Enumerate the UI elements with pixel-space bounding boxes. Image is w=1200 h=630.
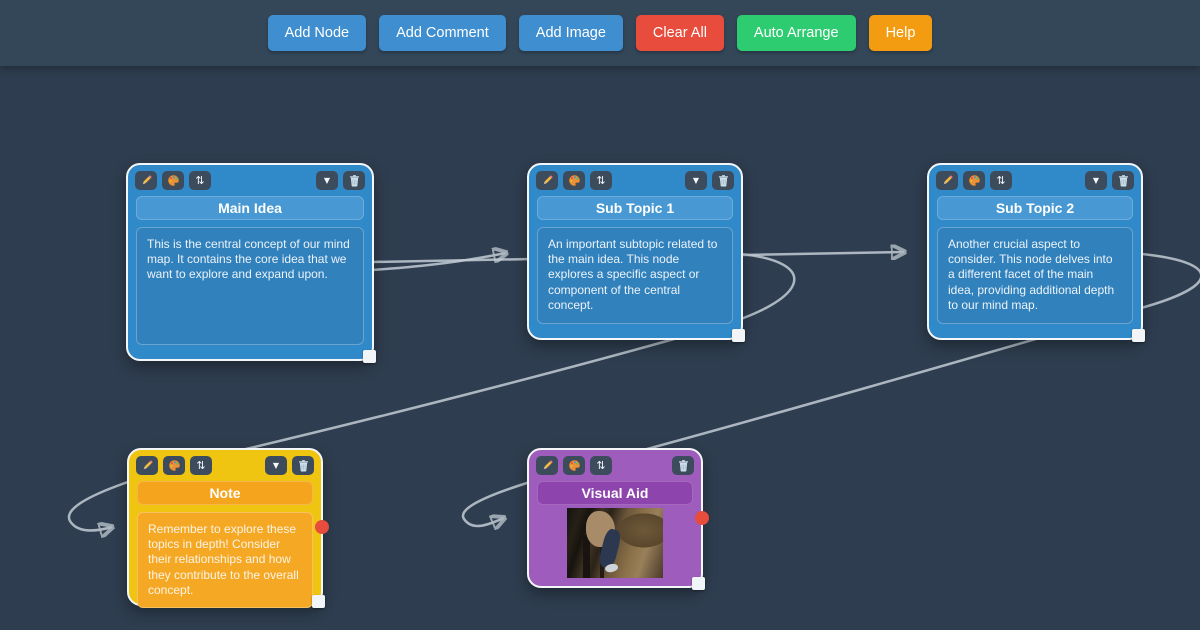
node-title[interactable]: Note — [137, 481, 313, 505]
edit-pencil-icon[interactable] — [135, 171, 157, 190]
add-comment-button[interactable]: Add Comment — [379, 15, 506, 51]
connection-main-to-sub1 — [371, 253, 506, 272]
node-sub-topic-1[interactable]: ⇅ ▼ Sub Topic 1 An important subtopic re… — [527, 163, 745, 342]
node-body-text[interactable]: An important subtopic related to the mai… — [537, 227, 733, 324]
connection-handle[interactable] — [315, 520, 329, 534]
connection-sub1-to-note — [67, 252, 796, 530]
connect-icon[interactable]: ⇅ — [189, 171, 211, 190]
photo-detail — [604, 562, 620, 574]
node-body-text[interactable]: Another crucial aspect to consider. This… — [937, 227, 1133, 324]
add-image-button[interactable]: Add Image — [518, 15, 623, 51]
node-title[interactable]: Visual Aid — [537, 481, 693, 505]
resize-handle[interactable] — [1132, 329, 1145, 342]
connection-sub2-to-visual-aid — [461, 252, 1200, 526]
edit-pencil-icon[interactable] — [136, 456, 158, 475]
delete-trash-icon[interactable] — [712, 171, 734, 190]
help-button[interactable]: Help — [868, 15, 933, 51]
node-toolbar: ⇅ — [529, 450, 701, 479]
node-toolbar: ⇅ ▼ — [128, 165, 372, 194]
edit-pencil-icon[interactable] — [936, 171, 958, 190]
add-node-button[interactable]: Add Node — [267, 15, 367, 51]
node-toolbar: ⇅ ▼ — [529, 165, 741, 194]
resize-handle[interactable] — [732, 329, 745, 342]
node-title[interactable]: Sub Topic 1 — [537, 196, 733, 220]
delete-trash-icon[interactable] — [1112, 171, 1134, 190]
node-visual-aid[interactable]: ⇅ Visual Aid — [527, 448, 709, 590]
resize-handle[interactable] — [312, 595, 325, 608]
collapse-caret-icon[interactable]: ▼ — [316, 171, 338, 190]
color-palette-icon[interactable] — [963, 171, 985, 190]
connect-icon[interactable]: ⇅ — [590, 456, 612, 475]
resize-handle[interactable] — [363, 350, 376, 363]
connect-icon[interactable]: ⇅ — [590, 171, 612, 190]
node-toolbar: ⇅ ▼ — [929, 165, 1141, 194]
resize-handle[interactable] — [692, 577, 705, 590]
node-image-area — [529, 505, 701, 586]
collapse-caret-icon[interactable]: ▼ — [685, 171, 707, 190]
photo-detail — [583, 534, 591, 578]
color-palette-icon[interactable] — [563, 456, 585, 475]
collapse-caret-icon[interactable]: ▼ — [1085, 171, 1107, 190]
node-body-text[interactable]: This is the central concept of our mind … — [136, 227, 364, 345]
node-sub-topic-2[interactable]: ⇅ ▼ Sub Topic 2 Another crucial aspect t… — [927, 163, 1145, 342]
delete-trash-icon[interactable] — [292, 456, 314, 475]
connect-icon[interactable]: ⇅ — [990, 171, 1012, 190]
visual-aid-photo[interactable] — [567, 508, 663, 578]
color-palette-icon[interactable] — [163, 456, 185, 475]
auto-arrange-button[interactable]: Auto Arrange — [736, 15, 856, 51]
color-palette-icon[interactable] — [162, 171, 184, 190]
clear-all-button[interactable]: Clear All — [635, 15, 724, 51]
connection-handle[interactable] — [695, 511, 709, 525]
node-toolbar: ⇅ ▼ — [129, 450, 321, 479]
node-body-text[interactable]: Remember to explore these topics in dept… — [137, 512, 313, 609]
collapse-caret-icon[interactable]: ▼ — [265, 456, 287, 475]
node-main-idea[interactable]: ⇅ ▼ Main Idea This is the central concep… — [126, 163, 376, 363]
delete-trash-icon[interactable] — [672, 456, 694, 475]
delete-trash-icon[interactable] — [343, 171, 365, 190]
top-toolbar: Add Node Add Comment Add Image Clear All… — [0, 0, 1200, 66]
edit-pencil-icon[interactable] — [536, 171, 558, 190]
edit-pencil-icon[interactable] — [536, 456, 558, 475]
node-title[interactable]: Sub Topic 2 — [937, 196, 1133, 220]
connect-icon[interactable]: ⇅ — [190, 456, 212, 475]
node-note[interactable]: ⇅ ▼ Note Remember to explore these topic… — [127, 448, 329, 609]
color-palette-icon[interactable] — [563, 171, 585, 190]
node-title[interactable]: Main Idea — [136, 196, 364, 220]
